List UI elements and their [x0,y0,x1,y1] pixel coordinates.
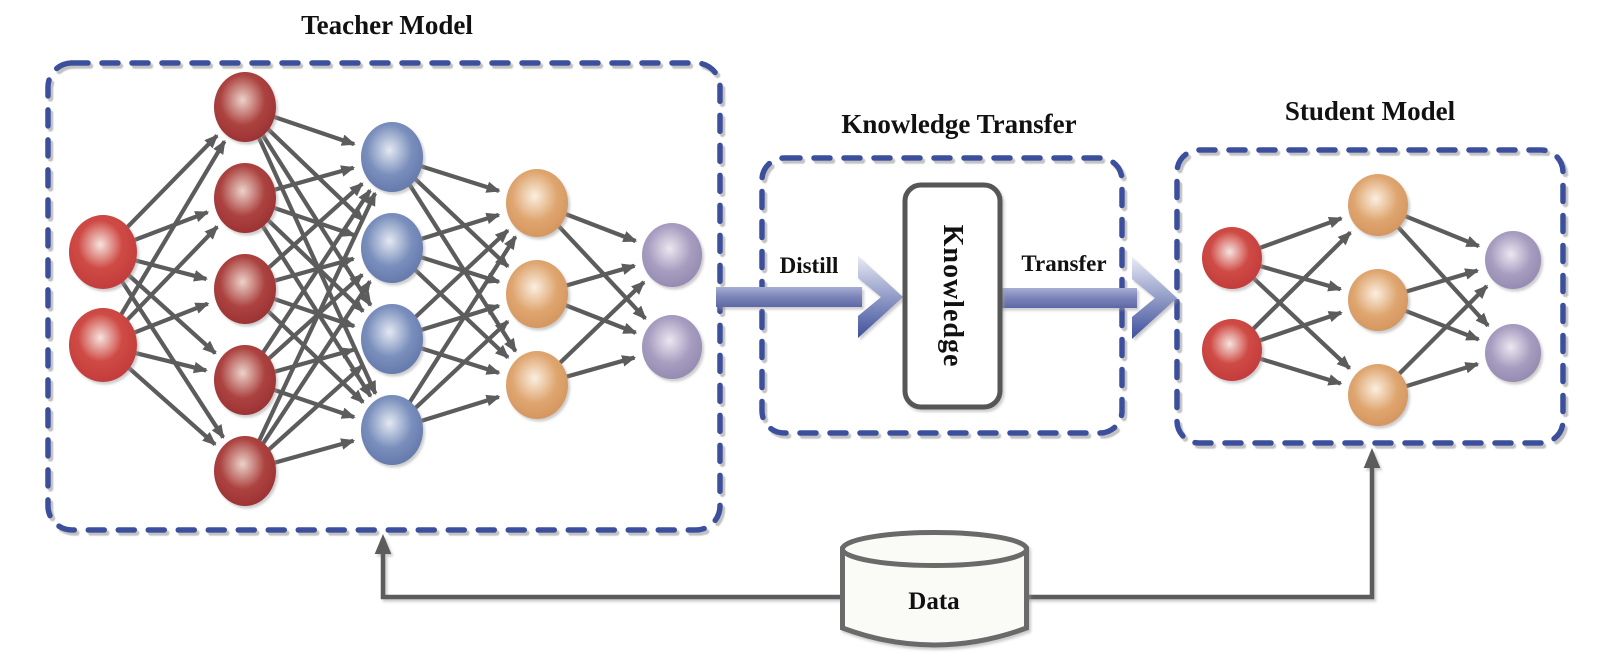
data-cylinder-body [840,546,1029,648]
network-node [361,304,423,374]
distill-arrow-shaft [716,287,862,307]
network-node [69,215,137,289]
student-model-title: Student Model [1284,96,1456,126]
network-node [1348,364,1408,426]
network-node [214,254,276,324]
network-node [1485,231,1541,289]
network-node [214,163,276,233]
knowledge-transfer-title: Knowledge Transfer [841,109,1077,139]
data-flow-line-student [1023,448,1381,600]
distill-arrow [716,256,903,338]
data-cylinder [840,530,1029,648]
network-node [361,122,423,192]
data-cylinder-top [840,530,1029,568]
network-node [642,315,702,379]
network-node [506,260,568,328]
knowledge-label: Knowledge [937,224,968,368]
network-node [1348,174,1408,236]
network-node [1202,319,1262,381]
student-network [1202,174,1541,426]
network-node [214,436,276,506]
network-edge [243,279,372,473]
network-edge [390,155,518,353]
network-edge [243,106,378,396]
network-node [1202,227,1262,289]
network-edge [243,191,377,472]
distill-arrow-head [858,256,903,338]
network-node [69,308,137,382]
network-edge [101,139,227,347]
data-flow [374,448,1381,600]
network-edge [243,196,373,398]
network-edge [243,105,373,307]
teacher-network [69,72,702,506]
network-node [1348,269,1408,331]
distill-label: Distill [779,253,839,278]
transfer-arrow [997,257,1177,339]
network-node [506,351,568,419]
data-flow-line-teacher [374,534,846,600]
teacher-model-title: Teacher Model [301,10,473,40]
network-node [214,72,276,142]
network-node [214,345,276,415]
network-node [361,395,423,465]
network-edge [390,235,518,432]
network-node [506,169,568,237]
network-node [642,223,702,287]
network-node [1485,324,1541,382]
transfer-arrow-head [1132,257,1177,339]
transfer-label: Transfer [1021,251,1107,276]
network-edge [101,250,226,439]
network-edge [243,188,372,382]
network-node [361,213,423,283]
knowledge-box [902,182,1003,410]
transfer-arrow-shaft [997,288,1137,308]
knowledge-box-rect [902,182,1003,410]
data-label: Data [908,588,960,615]
student-nodes [1202,174,1541,426]
teacher-nodes [69,72,702,506]
